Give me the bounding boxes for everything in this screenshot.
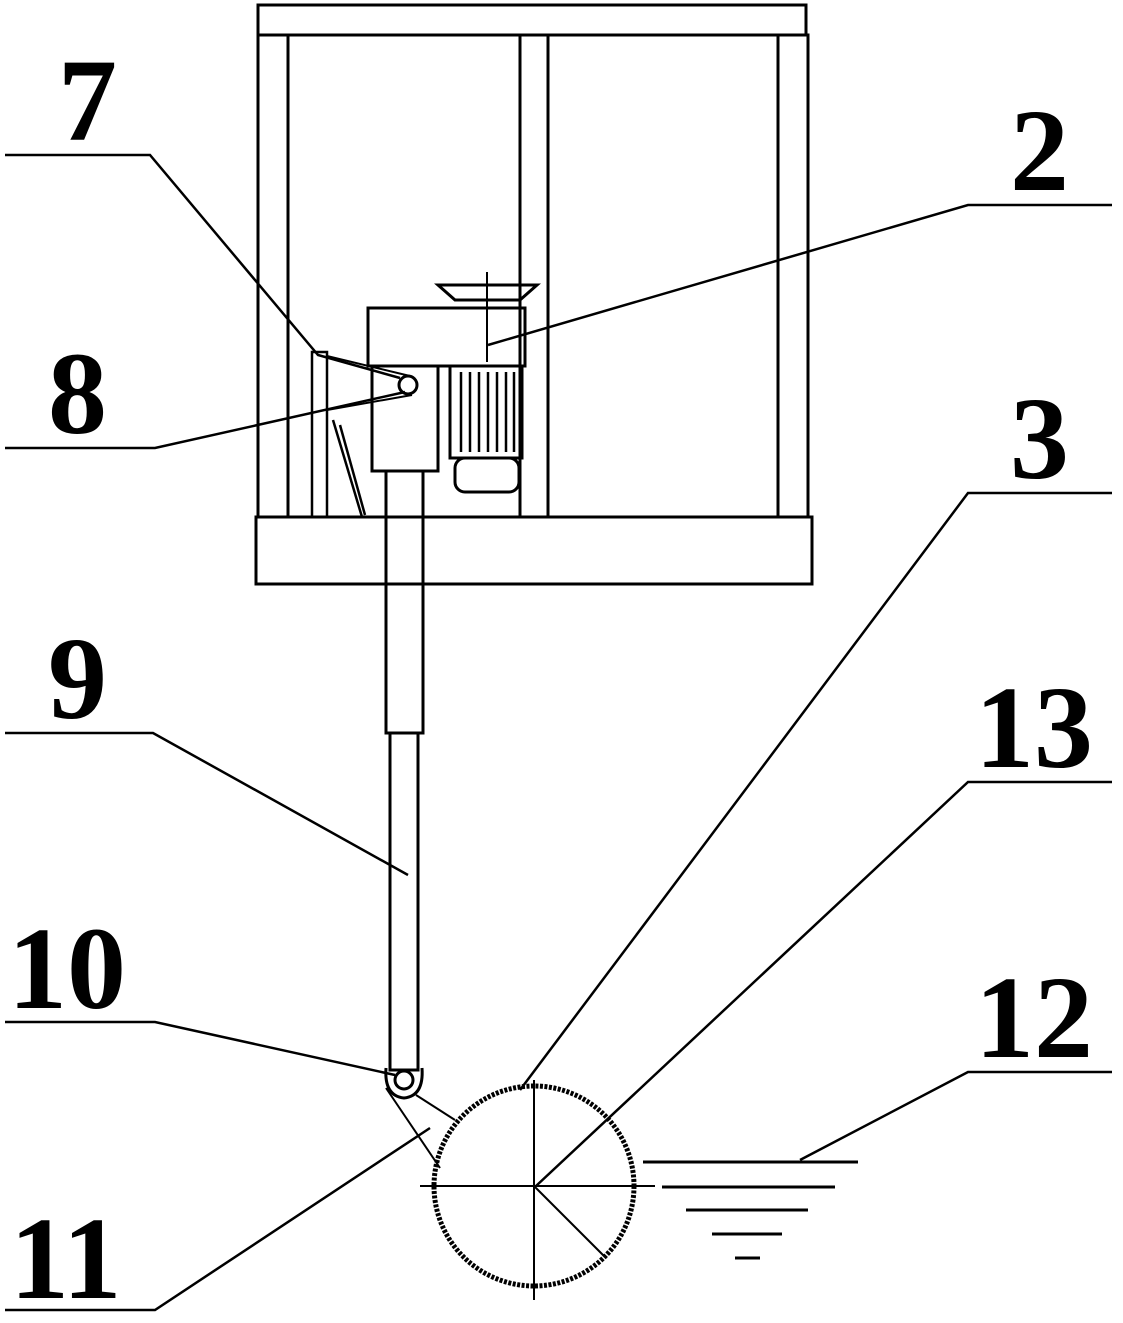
- callout-9: 9: [48, 613, 107, 744]
- frame-top-beam: [256, 3, 808, 37]
- callout-2: 2: [1010, 85, 1069, 216]
- float-radius: [533, 1185, 607, 1259]
- water-level-symbol: [643, 1160, 858, 1260]
- frame-center-post: [518, 33, 550, 519]
- float-arm-2: [415, 1094, 456, 1121]
- bracket-brace-2: [338, 424, 367, 516]
- telescopic-rod: [384, 469, 425, 1100]
- leader-12: [799, 1070, 1112, 1162]
- frame-left-post: [256, 33, 290, 519]
- drive-unit: [326, 272, 541, 494]
- frame-right-post: [776, 33, 810, 519]
- motor-fins: [459, 372, 516, 452]
- callout-8: 8: [48, 328, 107, 459]
- callout-7: 7: [58, 35, 117, 166]
- gearbox-lower: [370, 364, 440, 473]
- rod-inner-tube: [388, 731, 420, 1072]
- leader-13: [535, 780, 1112, 1187]
- bracket-brace: [331, 419, 364, 518]
- frame: [254, 3, 814, 586]
- leader-lines: [5, 153, 1112, 1312]
- leader-7: [5, 153, 401, 380]
- callout-13: 13: [975, 662, 1093, 793]
- callout-3: 3: [1010, 373, 1069, 504]
- frame-base: [254, 515, 814, 586]
- leader-3: [519, 491, 1112, 1091]
- gearbox-body: [366, 306, 527, 368]
- rod-eye: [384, 1067, 424, 1100]
- leader-8: [5, 390, 406, 450]
- motor-endcap: [453, 456, 521, 494]
- bracket-plate: [310, 350, 329, 519]
- callout-labels: 7 2 8 3 9 13 10 12 11: [8, 35, 1093, 1323]
- callout-10: 10: [8, 903, 126, 1034]
- handwheel: [434, 283, 541, 302]
- float-arm: [385, 1087, 441, 1169]
- leader-2: [487, 203, 1112, 347]
- pivot-pin-bottom: [393, 1069, 415, 1091]
- pivot-pin-top: [397, 374, 419, 396]
- bracket: [310, 350, 367, 519]
- rod-outer-tube: [384, 469, 425, 735]
- callout-11: 11: [10, 1193, 122, 1323]
- leader-9: [5, 731, 409, 877]
- leader-10: [5, 1020, 396, 1077]
- leader-11: [5, 1126, 431, 1312]
- callout-12: 12: [975, 952, 1093, 1083]
- link-arm-upper: [326, 355, 411, 377]
